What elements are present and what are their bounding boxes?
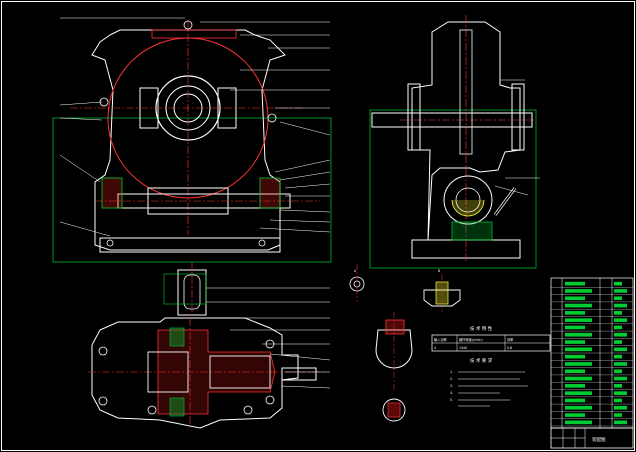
parts-row-material — [614, 340, 622, 344]
parts-row-material — [614, 347, 627, 352]
title-block-name: 装配图 — [592, 436, 606, 443]
side-output-shaft — [371, 112, 533, 128]
parts-row-entry — [565, 281, 585, 286]
parts-row-material — [614, 354, 622, 359]
parts-row-material — [614, 318, 627, 322]
side-housing-outline — [411, 21, 521, 259]
detail-nut — [382, 398, 406, 422]
parts-row-entry — [565, 398, 585, 403]
tech-characteristics-table: 技 术 特 性 输入功率 蜗杆转速(r/min) 效率 4 1440 0.8 — [431, 325, 551, 352]
tech-header-eff: 效率 — [507, 337, 514, 342]
front-base — [99, 237, 281, 253]
parts-list-rows — [551, 281, 633, 427]
parts-row-entry — [565, 303, 592, 308]
parts-row-material — [614, 296, 622, 301]
requirement-line-3: 3. — [450, 384, 453, 388]
side-view-dim-frame — [369, 109, 537, 269]
parts-row-material — [614, 376, 627, 381]
side-oil-sump — [451, 221, 493, 241]
front-leader-lines-left — [59, 17, 185, 237]
parts-row-entry — [565, 332, 592, 337]
detail-parts: A B — [349, 264, 461, 422]
parts-row-entry — [565, 369, 585, 374]
parts-row-material — [614, 303, 627, 308]
parts-row-material — [614, 405, 627, 410]
front-view — [52, 17, 332, 263]
parts-row-entry — [565, 362, 592, 366]
parts-row-material — [614, 391, 627, 395]
bearing-cap-right — [217, 87, 237, 129]
title-block: 装配图 — [550, 427, 634, 449]
parts-row-entry — [565, 413, 585, 417]
detail-oil-plug — [423, 289, 461, 307]
parts-row-entry — [565, 325, 585, 330]
parts-row-material — [614, 332, 627, 337]
detail-eye-bolt — [375, 329, 413, 369]
parts-row-entry — [565, 405, 592, 410]
tech-header-speed: 蜗杆转速(r/min) — [459, 337, 483, 342]
requirement-line-2: 2. — [450, 377, 453, 381]
top-input-shaft — [281, 367, 317, 381]
parts-row-material — [614, 281, 622, 286]
vent-plug — [183, 20, 193, 30]
parts-row-entry — [565, 384, 585, 388]
parts-row-material — [614, 311, 622, 315]
parts-row-material — [614, 420, 627, 425]
parts-row-entry — [565, 391, 592, 395]
parts-row-entry — [565, 318, 592, 322]
parts-row-entry — [565, 289, 592, 293]
parts-list — [550, 277, 634, 429]
detail-label-a: A — [354, 269, 357, 273]
worm-bearing-right — [259, 177, 281, 209]
tech-value-speed: 1440 — [459, 346, 467, 350]
tech-table-title: 技 术 特 性 — [470, 325, 493, 332]
top-view — [88, 262, 331, 430]
parts-row-entry — [565, 347, 592, 352]
tech-value-power: 4 — [434, 346, 436, 350]
parts-row-entry — [565, 296, 585, 301]
front-leader-lines-right — [200, 21, 331, 233]
requirement-line-5: 5. — [450, 398, 453, 402]
parts-row-entry — [565, 340, 585, 344]
parts-row-entry — [565, 311, 585, 315]
parts-row-material — [614, 362, 627, 366]
technical-requirements: 技 术 要 求 1. 2. 3. 4. 5. — [450, 357, 528, 407]
parts-row-material — [614, 413, 622, 417]
side-view — [369, 15, 540, 269]
parts-row-entry — [565, 376, 592, 381]
inspection-cover — [151, 29, 237, 39]
detail-label-b: B — [438, 269, 440, 273]
worm-bearing-left — [101, 177, 123, 209]
parts-row-entry — [565, 420, 592, 425]
parts-row-material — [614, 325, 622, 330]
requirement-line-4: 4. — [450, 391, 453, 395]
worm-shaft — [117, 193, 291, 209]
requirements-title: 技 术 要 求 — [470, 357, 493, 364]
requirement-line-1: 1. — [450, 370, 453, 374]
tech-header-power: 输入功率 — [434, 337, 448, 342]
parts-row-entry — [565, 354, 585, 359]
side-worm-section — [443, 175, 493, 225]
parts-row-material — [614, 289, 627, 293]
parts-row-material — [614, 369, 622, 374]
parts-row-material — [614, 384, 622, 388]
parts-row-material — [614, 398, 622, 403]
top-section-hatch — [157, 329, 276, 415]
tech-value-eff: 0.8 — [507, 346, 512, 350]
